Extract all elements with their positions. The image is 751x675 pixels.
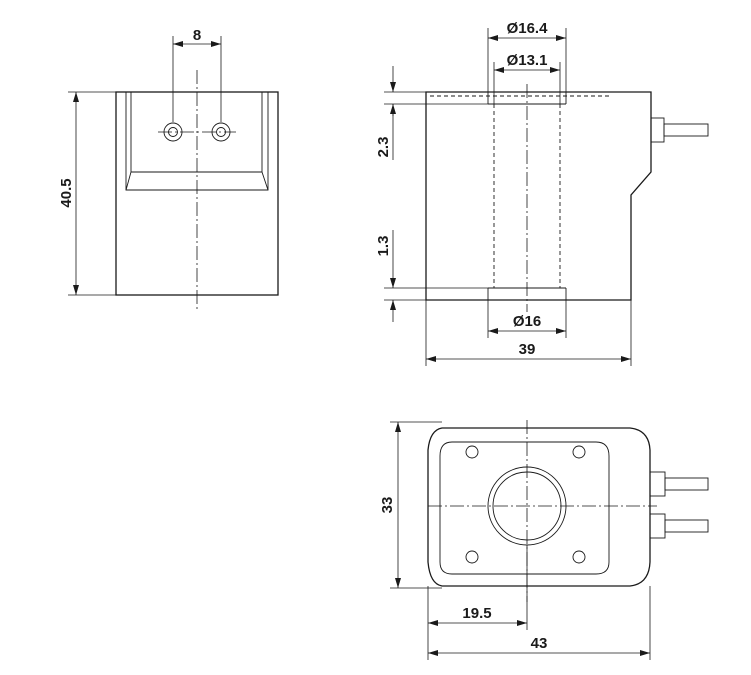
bottom-terminal-bottom-pin (664, 519, 709, 533)
front-height-label: 40.5 (58, 178, 75, 207)
side-body-outline (425, 91, 652, 301)
side-top-step-label: 2.3 (375, 137, 392, 158)
bottom-total-width-label: 43 (531, 635, 548, 652)
side-view: Ø16.4 Ø13.1 2.3 1.3 Ø16 39 (375, 20, 709, 366)
bottom-mount-hole-top-left (465, 445, 479, 459)
bottom-center-offset-label: 19.5 (462, 605, 491, 622)
bottom-plate-outline (439, 441, 610, 575)
front-view: 8 40.5 (58, 27, 279, 312)
side-bottom-bore-label: Ø16 (513, 313, 541, 330)
bottom-terminal-top-base (649, 471, 666, 497)
bottom-height-label: 33 (379, 497, 396, 514)
front-pin-spacing-label: 8 (193, 27, 201, 44)
side-terminal-pin (663, 123, 709, 137)
side-od-label: Ø16.4 (507, 20, 549, 37)
side-terminal-base (650, 117, 665, 143)
front-pocket-left-bevel (125, 92, 132, 191)
side-bottom-step-label: 1.3 (375, 236, 392, 257)
front-pocket-right-bevel (261, 92, 269, 191)
bottom-mount-hole-bottom-right (572, 550, 586, 564)
side-id-label: Ø13.1 (507, 52, 548, 69)
bottom-terminal-top-pin (664, 477, 709, 491)
bottom-view: 33 19.5 43 (379, 420, 709, 660)
bottom-mount-hole-bottom-left (465, 550, 479, 564)
bottom-mount-hole-top-right (572, 445, 586, 459)
side-width-label: 39 (519, 341, 536, 358)
bottom-terminal-bottom-base (649, 513, 666, 539)
bottom-body-outline (427, 427, 651, 587)
